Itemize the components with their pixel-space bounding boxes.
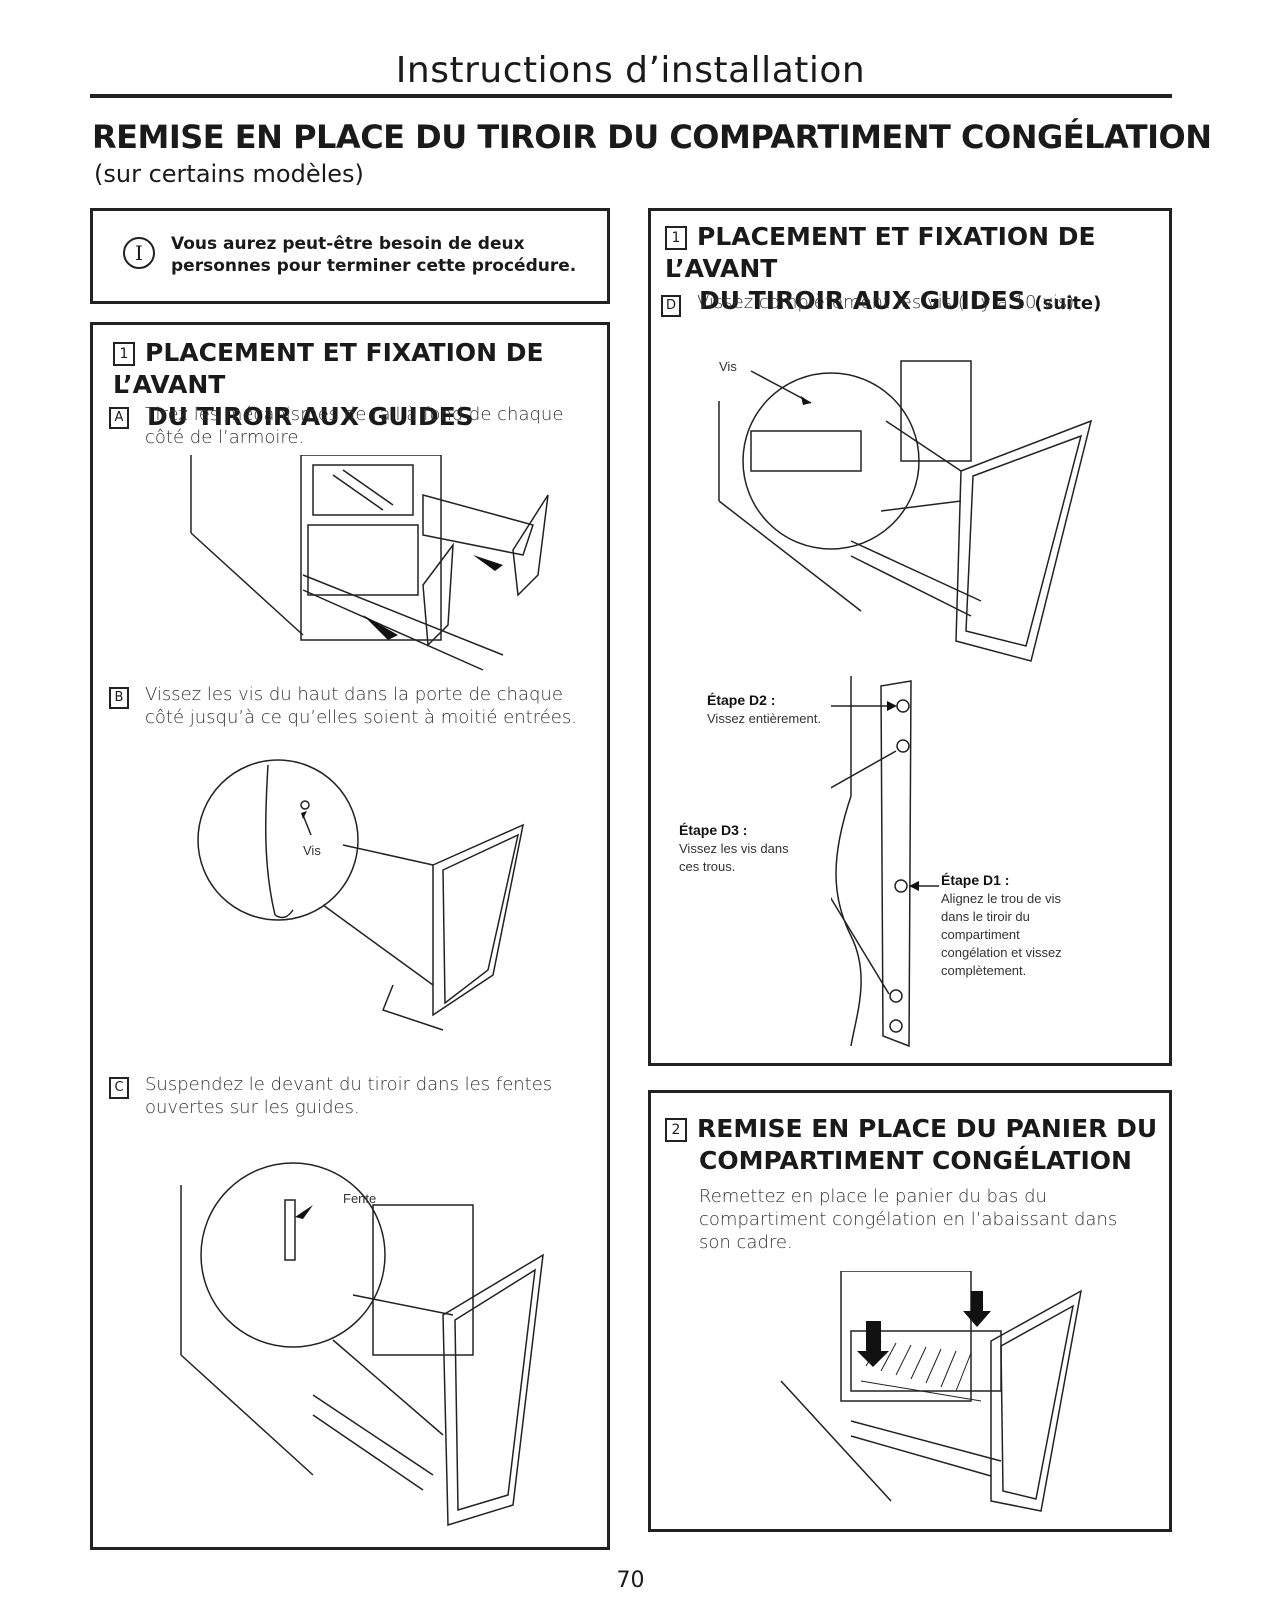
step-b-text: Vissez les vis du haut dans la porte de … <box>145 684 577 728</box>
section-2-title: 2 REMISE EN PLACE DU PANIER DU COMPARTIME… <box>665 1113 1165 1177</box>
section-1b-title-line1: PLACEMENT ET FIXATION DE L’AVANT <box>665 222 1096 283</box>
section-number: 1 <box>665 226 687 250</box>
figure-drawer-side-closeup <box>831 676 939 1048</box>
page-number: 70 <box>616 1568 645 1593</box>
callout-d1-text: Alignez le trou de vis dans le tiroir du… <box>941 891 1062 978</box>
step-letter-d: D <box>661 295 681 317</box>
callout-d1-title: Étape D1 : <box>941 872 1010 888</box>
section-1b-title-line2: DU TIROIR AUX GUIDES <box>699 286 1026 315</box>
section-2-title-line1: REMISE EN PLACE DU PANIER DU <box>697 1114 1158 1143</box>
step-letter-b: B <box>109 687 129 709</box>
subtitle: (sur certains modèles) <box>94 160 364 188</box>
section-2-title-line2: COMPARTIMENT CONGÉLATION <box>699 1146 1132 1175</box>
section-number: 1 <box>113 342 135 366</box>
callout-d2-text: Vissez entièrement. <box>707 711 821 726</box>
label-vis: Vis <box>719 359 737 374</box>
section-1-title-line2: DU TIROIR AUX GUIDES <box>147 402 474 431</box>
figure-hang-drawer-front: Fente <box>180 1162 544 1527</box>
page-header: Instructions d’installation <box>395 50 866 91</box>
main-title: REMISE EN PLACE DU TIROIR DU COMPARTIMEN… <box>92 118 1212 156</box>
callout-step-d2: Étape D2 : Vissez entièrement. <box>707 691 827 728</box>
figure-rails-pulled-out <box>190 455 549 671</box>
figure-screws-half-in: Vis <box>197 759 525 1031</box>
callout-step-d1: Étape D1 : Alignez le trou de vis dans l… <box>941 871 1081 980</box>
note-text: Vous aurez peut-être besoin de deux pers… <box>171 234 577 276</box>
callout-step-d3: Étape D3 : Vissez les vis dans ces trous… <box>679 821 789 876</box>
label-vis: Vis <box>303 843 321 858</box>
info-icon: I <box>123 237 155 269</box>
figure-screws-fully-in: Vis <box>718 359 1093 662</box>
step-a-text: Tirez les mécanismes de rail à fond de c… <box>145 404 564 448</box>
callout-d2-title: Étape D2 : <box>707 692 776 708</box>
section-number: 2 <box>665 1118 687 1142</box>
step-c-text: Suspendez le devant du tiroir dans les f… <box>145 1074 553 1118</box>
section-1b-suffix: (suite) <box>1034 293 1102 314</box>
step-d-text: Vissez complètement les vis (il y a 10 v… <box>697 292 1075 313</box>
callout-d3-text: Vissez les vis dans ces trous. <box>679 841 789 874</box>
label-fente: Fente <box>343 1191 376 1206</box>
step-letter-c: C <box>109 1077 129 1099</box>
section-1-title-line1: PLACEMENT ET FIXATION DE L’AVANT <box>113 338 544 399</box>
step-letter-a: A <box>109 407 129 429</box>
header-rule <box>90 94 1172 98</box>
section-2-text: Remettez en place le panier du bas du co… <box>699 1186 1118 1253</box>
note-box: I Vous aurez peut-être besoin de deux pe… <box>90 208 610 304</box>
callout-d3-title: Étape D3 : <box>679 822 748 838</box>
section-2-box: 2 REMISE EN PLACE DU PANIER DU COMPARTIME… <box>648 1090 1172 1532</box>
figure-basket-replacement <box>780 1271 1083 1512</box>
